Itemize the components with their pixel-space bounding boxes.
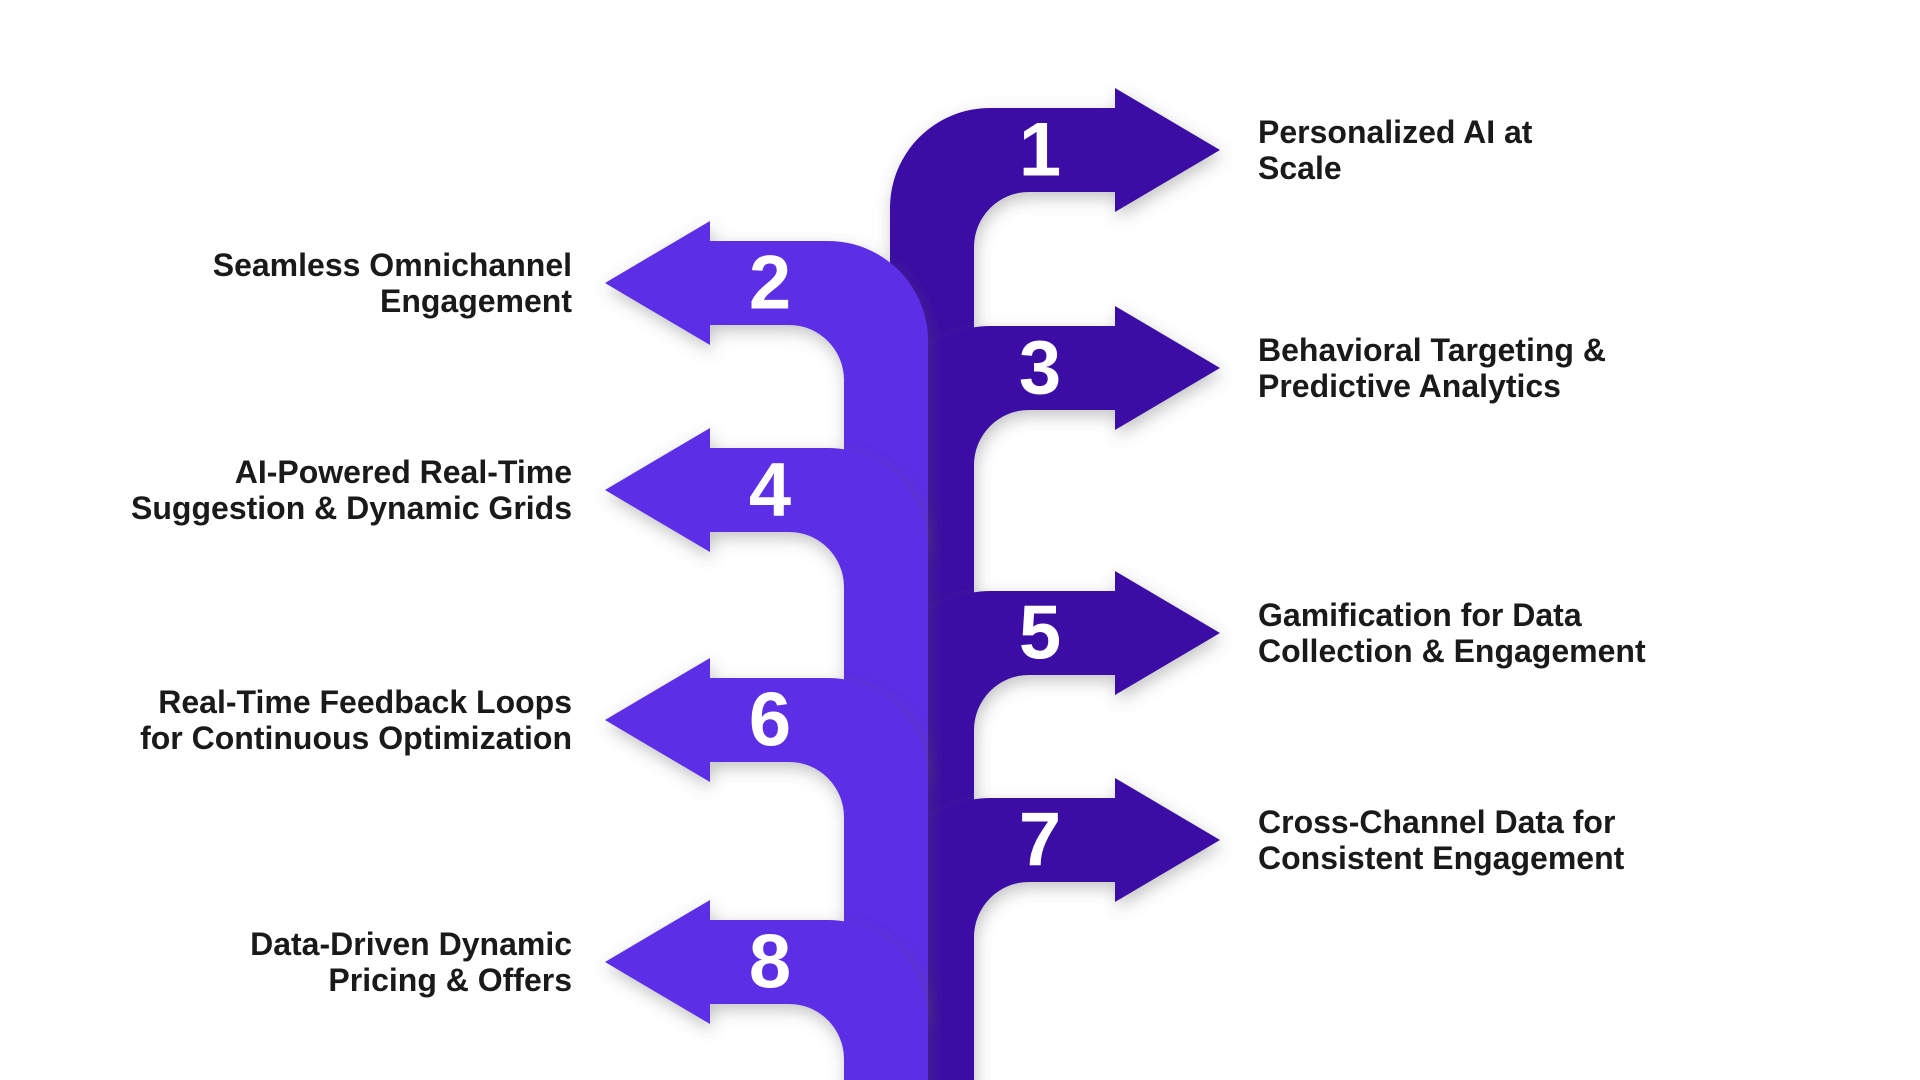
label-line: Predictive Analytics [1258, 368, 1561, 404]
right-arrow-group: 1 3 5 7 [890, 88, 1220, 1080]
label-omnichannel-engagement: Seamless Omnichannel Engagement [52, 243, 572, 323]
arrow-number-7: 7 [1019, 798, 1061, 883]
label-line: Gamification for Data [1258, 597, 1582, 633]
label-dynamic-pricing: Data-Driven Dynamic Pricing & Offers [52, 922, 572, 1002]
label-gamification: Gamification for Data Collection & Engag… [1258, 593, 1738, 673]
label-line: Data-Driven Dynamic [250, 926, 572, 962]
label-line: AI-Powered Real-Time [234, 454, 572, 490]
label-line: Scale [1258, 150, 1342, 186]
arrow-number-3: 3 [1019, 326, 1061, 411]
label-ai-suggestions: AI-Powered Real-Time Suggestion & Dynami… [52, 450, 572, 530]
arrow-shape-8 [605, 900, 928, 1080]
arrow-number-6: 6 [749, 678, 791, 763]
arrow-number-5: 5 [1019, 591, 1061, 676]
label-feedback-loops: Real-Time Feedback Loops for Continuous … [52, 680, 572, 760]
label-cross-channel-data: Cross-Channel Data for Consistent Engage… [1258, 800, 1738, 880]
label-line: Consistent Engagement [1258, 840, 1625, 876]
label-line: Collection & Engagement [1258, 633, 1646, 669]
label-line: Behavioral Targeting & [1258, 332, 1606, 368]
label-line: for Continuous Optimization [140, 720, 572, 756]
arrow-number-1: 1 [1019, 108, 1061, 193]
label-line: Personalized AI at [1258, 114, 1533, 150]
label-line: Seamless Omnichannel [212, 247, 572, 283]
label-line: Pricing & Offers [328, 962, 572, 998]
arrow-number-8: 8 [749, 920, 791, 1005]
label-personalized-ai: Personalized AI at Scale [1258, 110, 1738, 190]
arrow-shape-7 [890, 778, 1220, 1080]
arrow-item-7: 7 [890, 778, 1220, 1080]
label-line: Suggestion & Dynamic Grids [131, 490, 572, 526]
label-line: Real-Time Feedback Loops [158, 684, 572, 720]
arrow-number-2: 2 [749, 241, 791, 326]
label-line: Cross-Channel Data for [1258, 804, 1616, 840]
label-behavioral-targeting: Behavioral Targeting & Predictive Analyt… [1258, 328, 1738, 408]
arrow-number-4: 4 [749, 448, 791, 533]
label-line: Engagement [379, 283, 572, 319]
arrow-item-8: 8 [605, 900, 928, 1080]
left-arrow-group: 2 4 6 8 [605, 221, 928, 1080]
